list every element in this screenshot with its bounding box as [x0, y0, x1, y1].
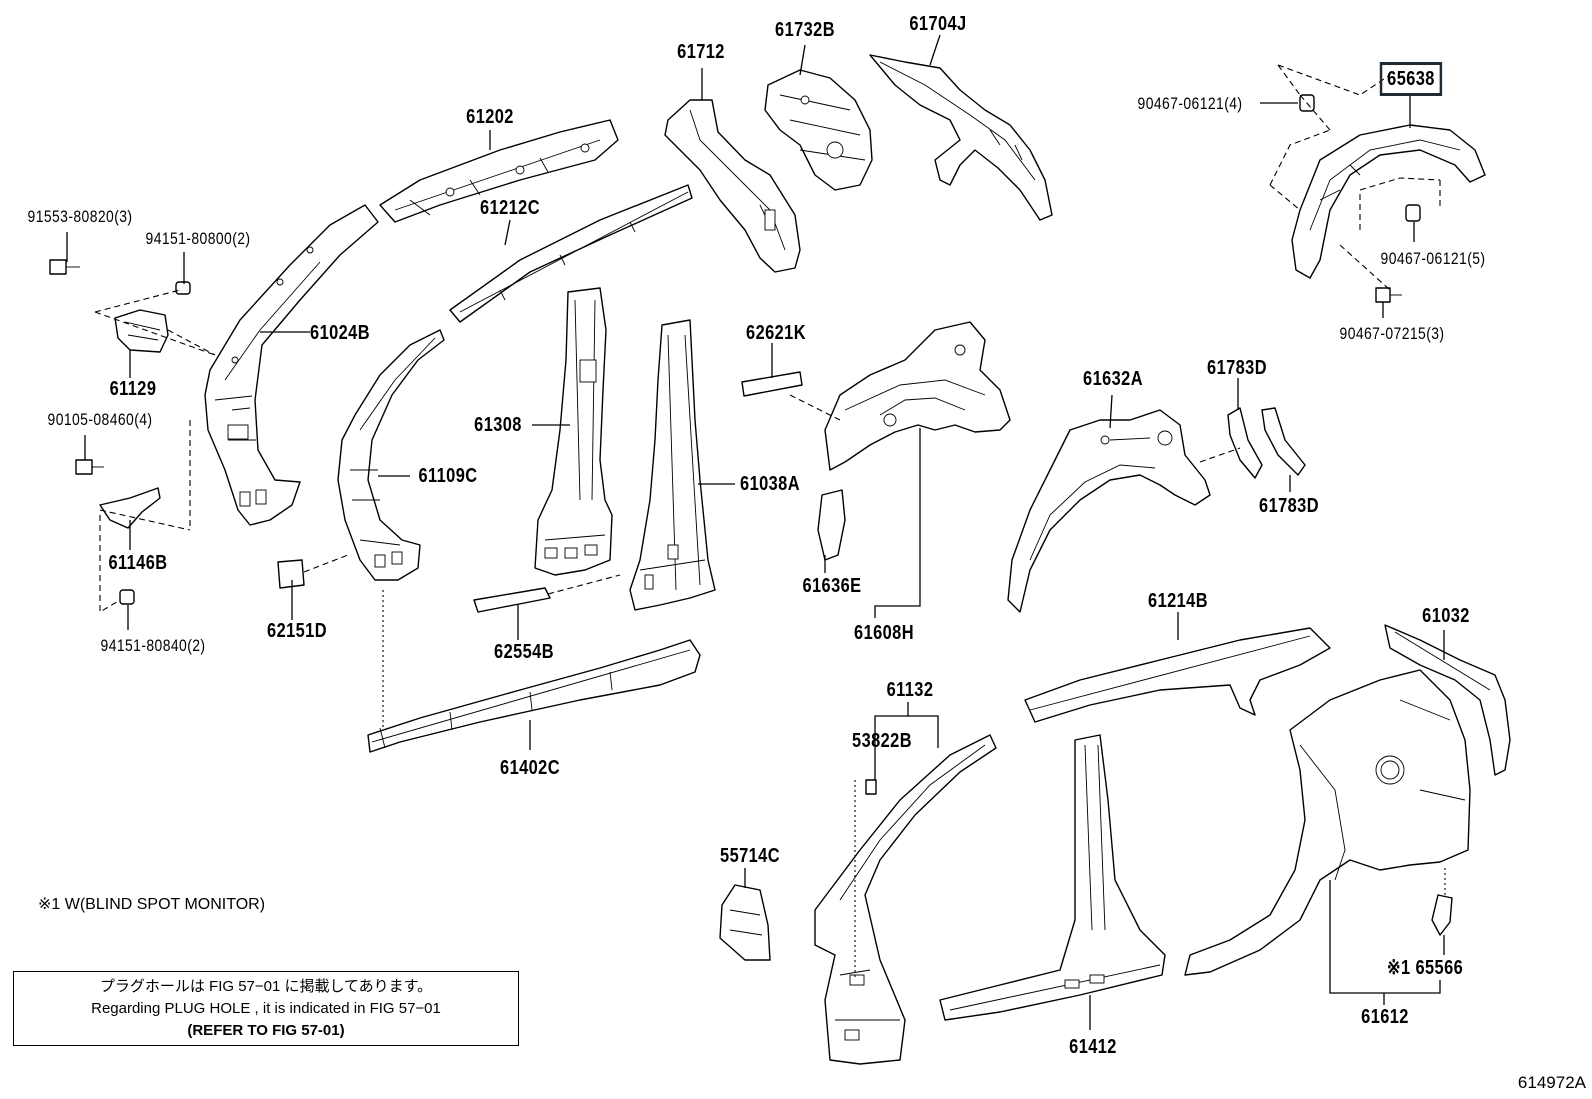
notice-box: プラグホールは FIG 57−01 に掲載してあります。 Regarding P…	[13, 971, 519, 1046]
footnote-blind-spot: ※1 W(BLIND SPOT MONITOR)	[38, 896, 266, 913]
label-55714C[interactable]: 55714C	[720, 845, 780, 867]
part-62621K-drawing[interactable]	[741, 371, 803, 397]
nut-94151-80800-drawing[interactable]	[175, 281, 191, 295]
assembly-lines	[94, 64, 1446, 980]
part-61132-drawing[interactable]	[814, 734, 997, 1065]
label-90105-08460[interactable]: 90105-08460(4)	[47, 410, 153, 429]
label-61038A[interactable]: 61038A	[740, 473, 800, 495]
part-61202-drawing[interactable]	[379, 119, 619, 223]
label-61212C[interactable]: 61212C	[480, 197, 540, 219]
bolt-91553-drawing[interactable]	[49, 259, 80, 275]
part-53822B-drawing[interactable]	[865, 779, 877, 795]
part-65566-drawing[interactable]	[1431, 894, 1453, 936]
label-61024B[interactable]: 61024B	[310, 322, 370, 344]
part-61783D-a-drawing[interactable]	[1227, 407, 1263, 479]
part-61732B-drawing[interactable]	[764, 69, 873, 191]
label-61308[interactable]: 61308	[474, 414, 522, 436]
part-61712-drawing[interactable]	[664, 99, 801, 273]
label-62151D[interactable]: 62151D	[267, 620, 327, 642]
part-61608H-drawing[interactable]	[824, 321, 1011, 471]
label-61704J[interactable]: 61704J	[909, 13, 967, 35]
label-61612[interactable]: 61612	[1361, 1006, 1409, 1028]
part-61612-drawing[interactable]	[1184, 669, 1471, 976]
label-61732B[interactable]: 61732B	[775, 19, 835, 41]
label-53822B[interactable]: 53822B	[852, 730, 912, 752]
notice-reference[interactable]: (REFER TO FIG 57-01)	[187, 1022, 345, 1039]
label-61109C[interactable]: 61109C	[418, 465, 478, 487]
notice-english: Regarding PLUG HOLE , it is indicated in…	[91, 1000, 441, 1017]
part-62554B-drawing[interactable]	[473, 587, 551, 613]
part-61109C-drawing[interactable]	[337, 329, 445, 581]
label-61712[interactable]: 61712	[677, 41, 725, 63]
nut-94151-80840-drawing[interactable]	[119, 589, 135, 605]
leader-lines	[66, 34, 1445, 1030]
part-61636E-drawing[interactable]	[817, 489, 846, 561]
label-61783D-lower[interactable]: 61783D	[1259, 495, 1319, 517]
part-61129-drawing[interactable]	[114, 309, 169, 353]
label-94151-80840[interactable]: 94151-80840(2)	[100, 636, 206, 655]
label-62554B[interactable]: 62554B	[494, 641, 554, 663]
clip-90467-5-drawing[interactable]	[1405, 204, 1421, 222]
label-61783D-upper[interactable]: 61783D	[1207, 357, 1267, 379]
clip-90467-072-drawing[interactable]	[1375, 287, 1402, 303]
label-61608H[interactable]: 61608H	[854, 622, 914, 644]
label-61636E[interactable]: 61636E	[802, 575, 862, 597]
part-61032-drawing[interactable]	[1384, 624, 1511, 776]
label-62621K[interactable]: 62621K	[746, 322, 806, 344]
label-61214B[interactable]: 61214B	[1148, 590, 1208, 612]
part-61402C-drawing[interactable]	[367, 639, 701, 753]
label-61412[interactable]: 61412	[1069, 1036, 1117, 1058]
label-90467-06121-4[interactable]: 90467-06121(4)	[1137, 94, 1243, 113]
label-61132[interactable]: 61132	[886, 679, 934, 701]
label-90467-07215[interactable]: 90467-07215(3)	[1339, 324, 1445, 343]
label-61632A[interactable]: 61632A	[1083, 368, 1143, 390]
label-65566[interactable]: ※1 65566	[1386, 957, 1464, 979]
label-61202[interactable]: 61202	[466, 106, 514, 128]
label-90467-06121-5[interactable]: 90467-06121(5)	[1380, 249, 1486, 268]
part-61308-drawing[interactable]	[534, 287, 613, 576]
part-61024B-drawing[interactable]	[204, 204, 379, 526]
label-65638[interactable]: 65638	[1379, 62, 1443, 96]
part-62151D-drawing[interactable]	[277, 559, 305, 589]
label-61129[interactable]: 61129	[109, 378, 157, 400]
part-61632A-drawing[interactable]	[1007, 409, 1211, 613]
part-61146B-drawing[interactable]	[99, 487, 161, 529]
part-61212C-drawing[interactable]	[449, 184, 693, 323]
label-94151-80800[interactable]: 94151-80800(2)	[145, 229, 251, 248]
label-61146B[interactable]: 61146B	[108, 552, 168, 574]
part-61783D-b-drawing[interactable]	[1261, 407, 1306, 476]
notice-japanese: プラグホールは FIG 57−01 に掲載してあります。	[99, 978, 433, 995]
label-61402C[interactable]: 61402C	[500, 757, 560, 779]
part-61038A-drawing[interactable]	[629, 319, 716, 611]
part-65638-drawing[interactable]	[1291, 124, 1486, 279]
part-61704J-drawing[interactable]	[869, 54, 1053, 221]
label-91553-80820[interactable]: 91553-80820(3)	[27, 207, 133, 226]
figure-id: 614972A	[1517, 1073, 1586, 1092]
label-61032[interactable]: 61032	[1422, 605, 1470, 627]
part-61412-drawing[interactable]	[939, 734, 1166, 1021]
part-55714C-drawing[interactable]	[719, 884, 771, 961]
bolt-90105-drawing[interactable]	[75, 459, 104, 475]
part-61214B-drawing[interactable]	[1024, 627, 1331, 723]
